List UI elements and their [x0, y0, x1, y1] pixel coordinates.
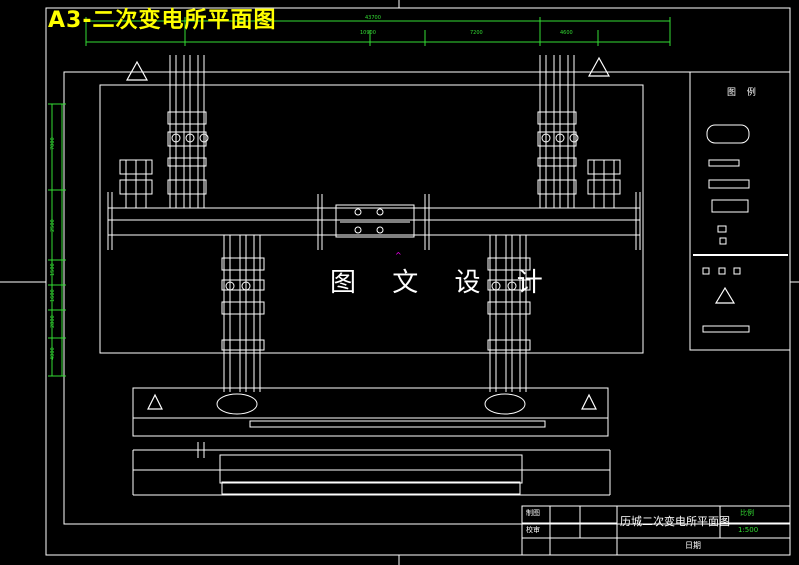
svg-text:2500: 2500: [50, 219, 56, 232]
checker-label: 校审: [526, 526, 540, 534]
svg-text:1500: 1500: [50, 263, 56, 276]
drawing-title: A3-二次变电所平面图: [48, 8, 277, 33]
insulator-symbols: [171, 133, 579, 291]
svg-text:4600: 4600: [560, 30, 573, 36]
dimension-lines: [48, 17, 671, 377]
svg-text:43700: 43700: [365, 15, 381, 21]
drawing-name: 历城二次变电所平面图: [620, 515, 730, 528]
legend-panel: [689, 71, 791, 351]
date-label: 日期: [685, 541, 701, 550]
svg-text:10900: 10900: [360, 30, 376, 36]
scale-label: 比例: [740, 509, 754, 517]
svg-text:1600: 1600: [50, 289, 56, 302]
svg-text:7000: 7000: [50, 137, 56, 150]
svg-text:7200: 7200: [470, 30, 483, 36]
warning-triangle-icon: [125, 56, 736, 410]
center-marker: ^: [395, 251, 402, 260]
scale-value: 1:500: [738, 526, 759, 534]
svg-text:2800: 2800: [50, 315, 56, 328]
svg-text:4000: 4000: [50, 347, 56, 360]
title-block: [521, 505, 791, 556]
designer-label: 制图: [526, 509, 540, 517]
site-outline: [99, 84, 644, 354]
legend-header: 图 例: [727, 88, 760, 98]
busbar-equipment: [107, 55, 641, 496]
watermark-text: 图 文 设 计: [330, 268, 557, 298]
